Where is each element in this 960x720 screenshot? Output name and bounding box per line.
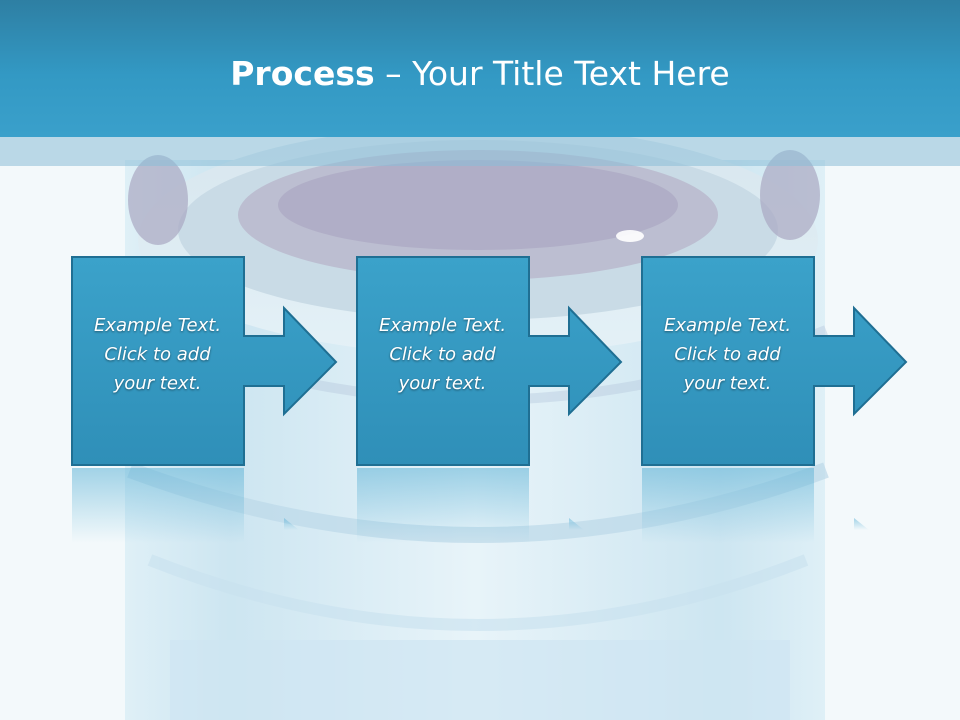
step-text[interactable]: Example Text. Click to add your text. [356,311,529,398]
step-text-line1: Example Text. [93,315,222,336]
step-text-line2: Click to add [104,344,211,365]
step-text[interactable]: Example Text. Click to add your text. [641,311,814,398]
step-arrow-shape [356,256,623,466]
step-text-line2: Click to add [389,344,496,365]
step-text-line3: your text. [683,373,772,394]
process-step-1[interactable]: Example Text. Click to add your text. [71,256,341,468]
step-text[interactable]: Example Text. Click to add your text. [71,311,244,398]
step-reflection [641,468,911,543]
step-arrow-shape [71,256,338,466]
step-reflection [356,468,626,543]
step-text-line2: Click to add [674,344,781,365]
process-step-2[interactable]: Example Text. Click to add your text. [356,256,626,468]
step-text-line3: your text. [113,373,202,394]
title-rest: Your Title Text Here [412,54,730,93]
step-text-line3: your text. [398,373,487,394]
step-reflection [71,468,341,543]
title-bar [0,0,960,137]
step-arrow-shape [641,256,908,466]
title-bold: Process [230,54,375,93]
step-text-line1: Example Text. [663,315,792,336]
title-bar-strip [0,137,960,166]
step-text-line1: Example Text. [378,315,507,336]
slide-title[interactable]: Process – Your Title Text Here [0,52,960,96]
title-separator: – [374,54,413,93]
process-step-3[interactable]: Example Text. Click to add your text. [641,256,911,468]
